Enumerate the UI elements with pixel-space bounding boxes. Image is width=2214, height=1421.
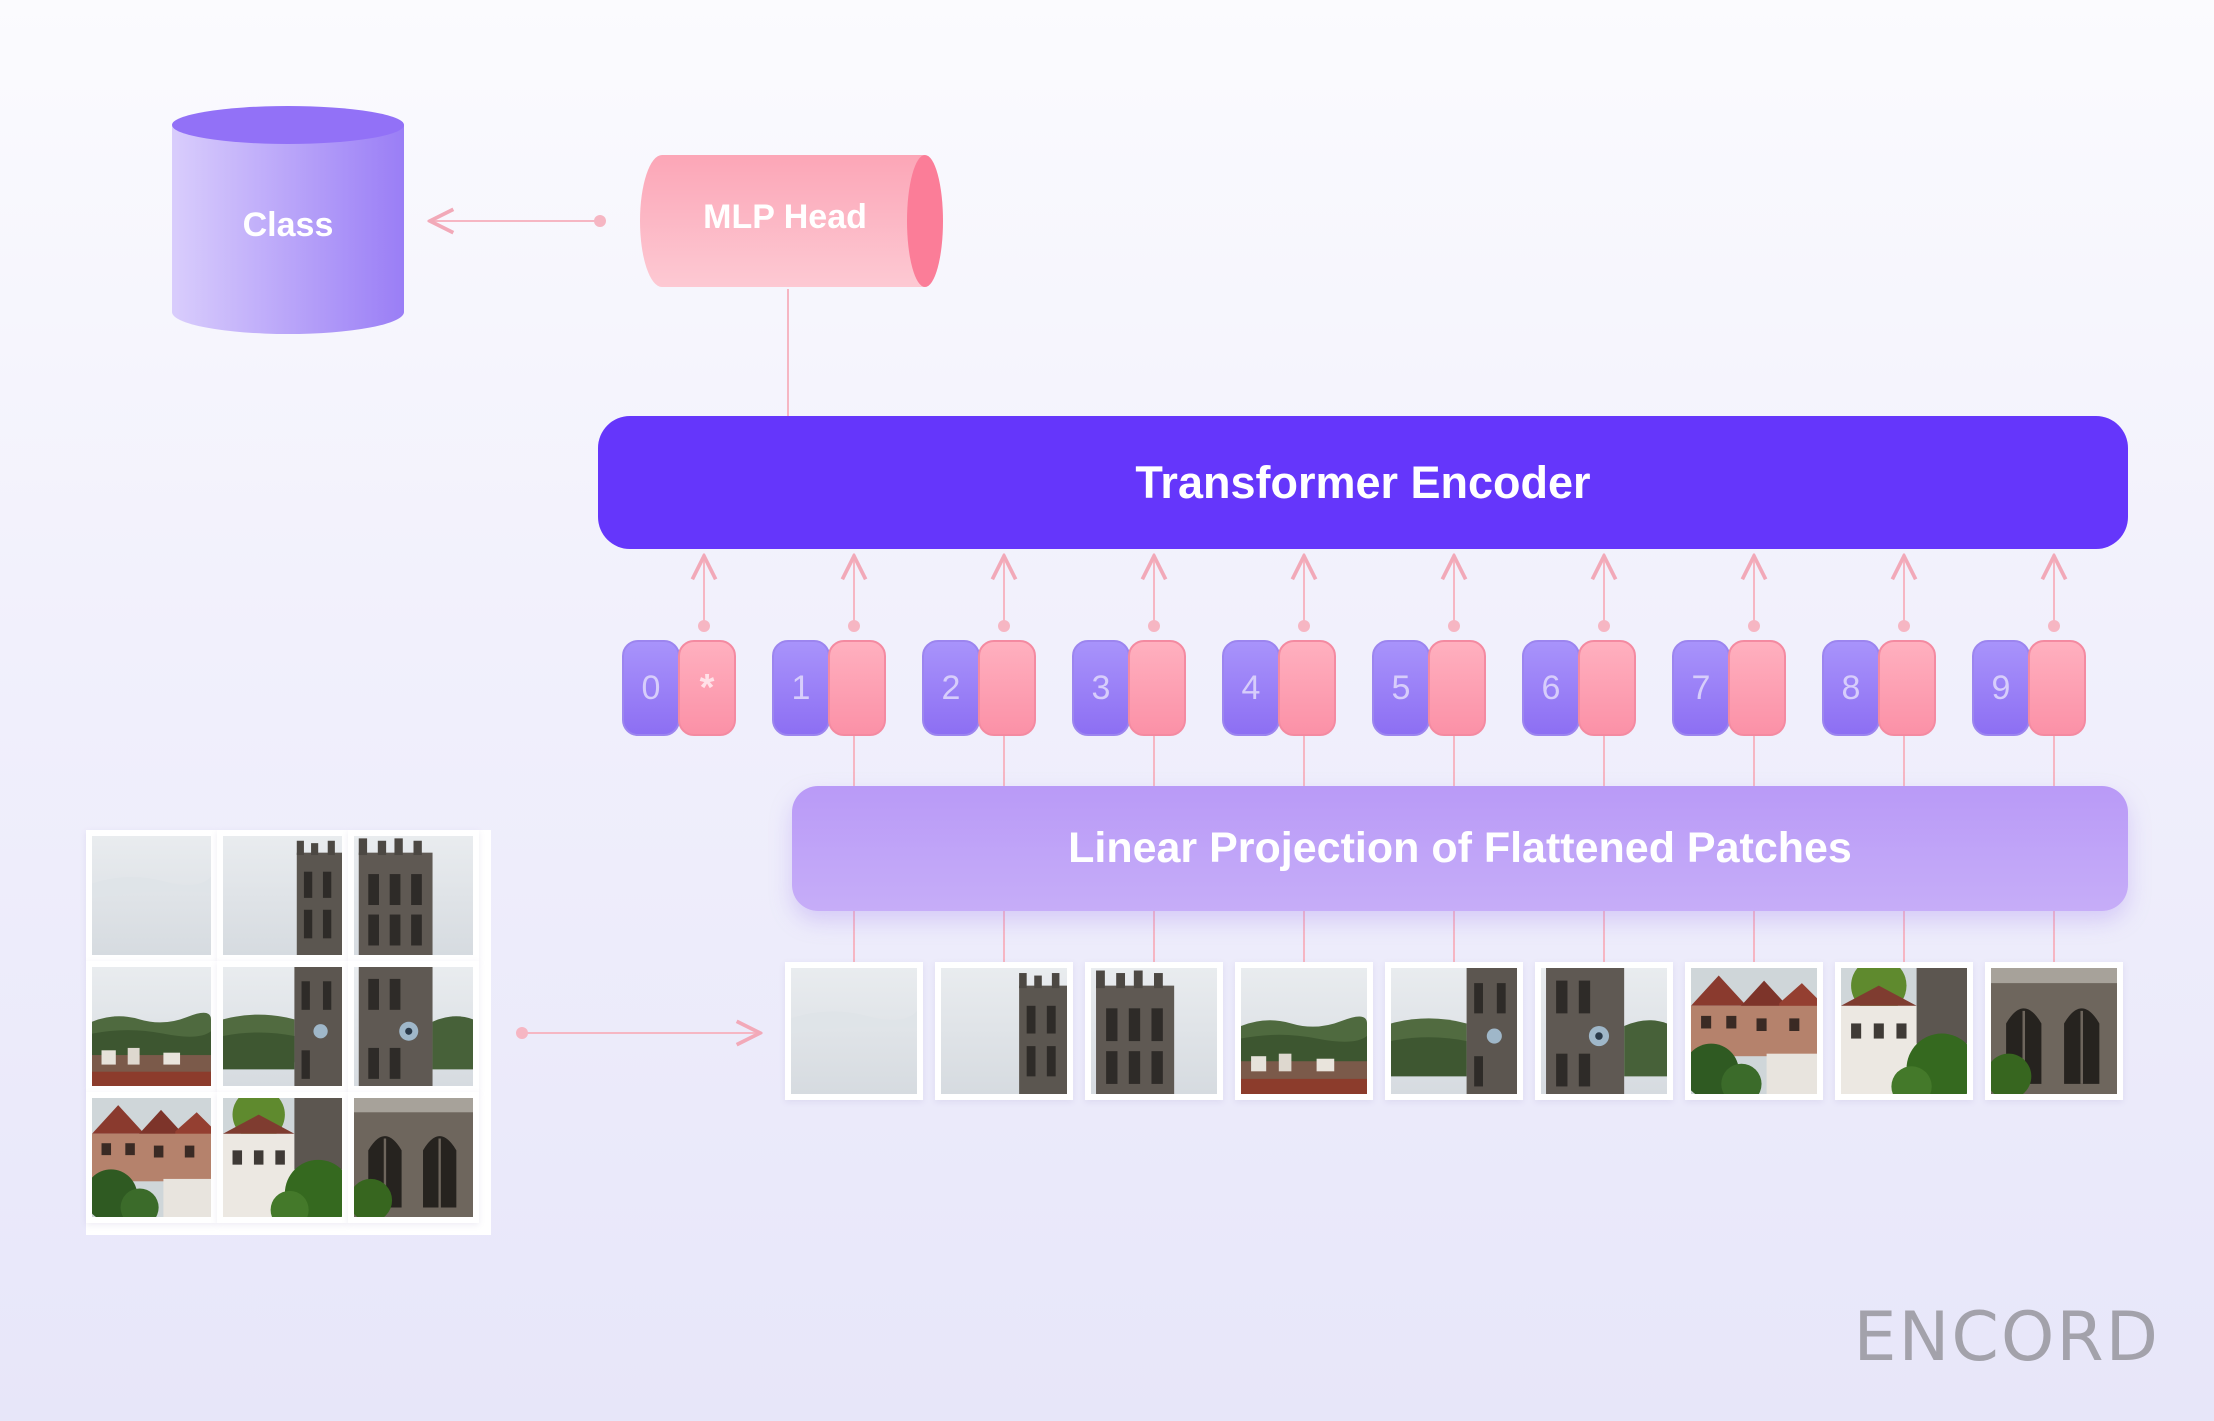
grid-patch-3: [348, 830, 479, 961]
token-7: 7: [1672, 640, 1786, 736]
token-connector-dot-3: [1148, 620, 1160, 632]
position-embedding-8: 8: [1822, 640, 1880, 736]
encord-logo-text: ENCORD: [1853, 1297, 2160, 1377]
transformer-encoder-label: Transformer Encoder: [1135, 456, 1591, 508]
position-embedding-1: 1: [772, 640, 830, 736]
linear-projection-label: Linear Projection of Flattened Patches: [1068, 824, 1852, 872]
position-embedding-9: 9: [1972, 640, 2030, 736]
position-embedding-7: 7: [1672, 640, 1730, 736]
patch-embedding-2: [978, 640, 1036, 736]
sequence-patch-3: [1085, 962, 1223, 1100]
class-token-embedding: *: [678, 640, 736, 736]
position-embedding-4: 4: [1222, 640, 1280, 736]
position-embedding-0: 0: [622, 640, 680, 736]
sequence-patch-7: [1685, 962, 1823, 1100]
sequence-patch-6: [1535, 962, 1673, 1100]
sequence-patch-4: [1235, 962, 1373, 1100]
patch-embedding-3: [1128, 640, 1186, 736]
sequence-patch-1: [785, 962, 923, 1100]
grid-patch-6: [348, 961, 479, 1092]
token-connector-dot-0: [698, 620, 710, 632]
patch-embedding-5: [1428, 640, 1486, 736]
patch-embedding-9: [2028, 640, 2086, 736]
token-connectors: [698, 556, 2060, 962]
position-embedding-3: 3: [1072, 640, 1130, 736]
grid-to-sequence-dot: [516, 1027, 528, 1039]
sequence-patch-8: [1835, 962, 1973, 1100]
token-connector-dot-2: [998, 620, 1010, 632]
grid-patch-9: [348, 1092, 479, 1223]
mlp-head-label: MLP Head: [703, 197, 867, 236]
position-embedding-2: 2: [922, 640, 980, 736]
token-connector-dot-9: [2048, 620, 2060, 632]
token-connector-dot-8: [1898, 620, 1910, 632]
token-9: 9: [1972, 640, 2086, 736]
linear-projection-block: Linear Projection of Flattened Patches: [792, 786, 2128, 911]
token-2: 2: [922, 640, 1036, 736]
token-0: 0*: [622, 640, 736, 736]
encord-logo: ENCORD: [1822, 1298, 2160, 1377]
token-8: 8: [1822, 640, 1936, 736]
token-6: 6: [1522, 640, 1636, 736]
token-3: 3: [1072, 640, 1186, 736]
mlp-head-cylinder: [640, 155, 943, 287]
connectors: [430, 215, 2060, 1039]
token-connector-dot-6: [1598, 620, 1610, 632]
class-label: Class: [242, 205, 334, 244]
patch-embedding-4: [1278, 640, 1336, 736]
grid-patch-8: [217, 1092, 348, 1223]
token-connector-dot-1: [848, 620, 860, 632]
sequence-patch-2: [935, 962, 1073, 1100]
patch-embedding-7: [1728, 640, 1786, 736]
grid-patch-1: [86, 830, 217, 961]
transformer-encoder-block: Transformer Encoder: [598, 416, 2128, 549]
token-connector-dot-4: [1298, 620, 1310, 632]
patch-embedding-8: [1878, 640, 1936, 736]
token-4: 4: [1222, 640, 1336, 736]
grid-patch-7: [86, 1092, 217, 1223]
class-output-cylinder: [172, 106, 404, 334]
grid-patch-4: [86, 961, 217, 1092]
position-embedding-5: 5: [1372, 640, 1430, 736]
position-embedding-6: 6: [1522, 640, 1580, 736]
token-connector-dot-5: [1448, 620, 1460, 632]
patch-embedding-1: [828, 640, 886, 736]
sequence-patch-9: [1985, 962, 2123, 1100]
grid-patch-5: [217, 961, 348, 1092]
mlp-to-class-dot: [594, 215, 606, 227]
token-1: 1: [772, 640, 886, 736]
patch-embedding-6: [1578, 640, 1636, 736]
grid-patch-2: [217, 830, 348, 961]
sequence-patch-5: [1385, 962, 1523, 1100]
token-connector-dot-7: [1748, 620, 1760, 632]
token-5: 5: [1372, 640, 1486, 736]
